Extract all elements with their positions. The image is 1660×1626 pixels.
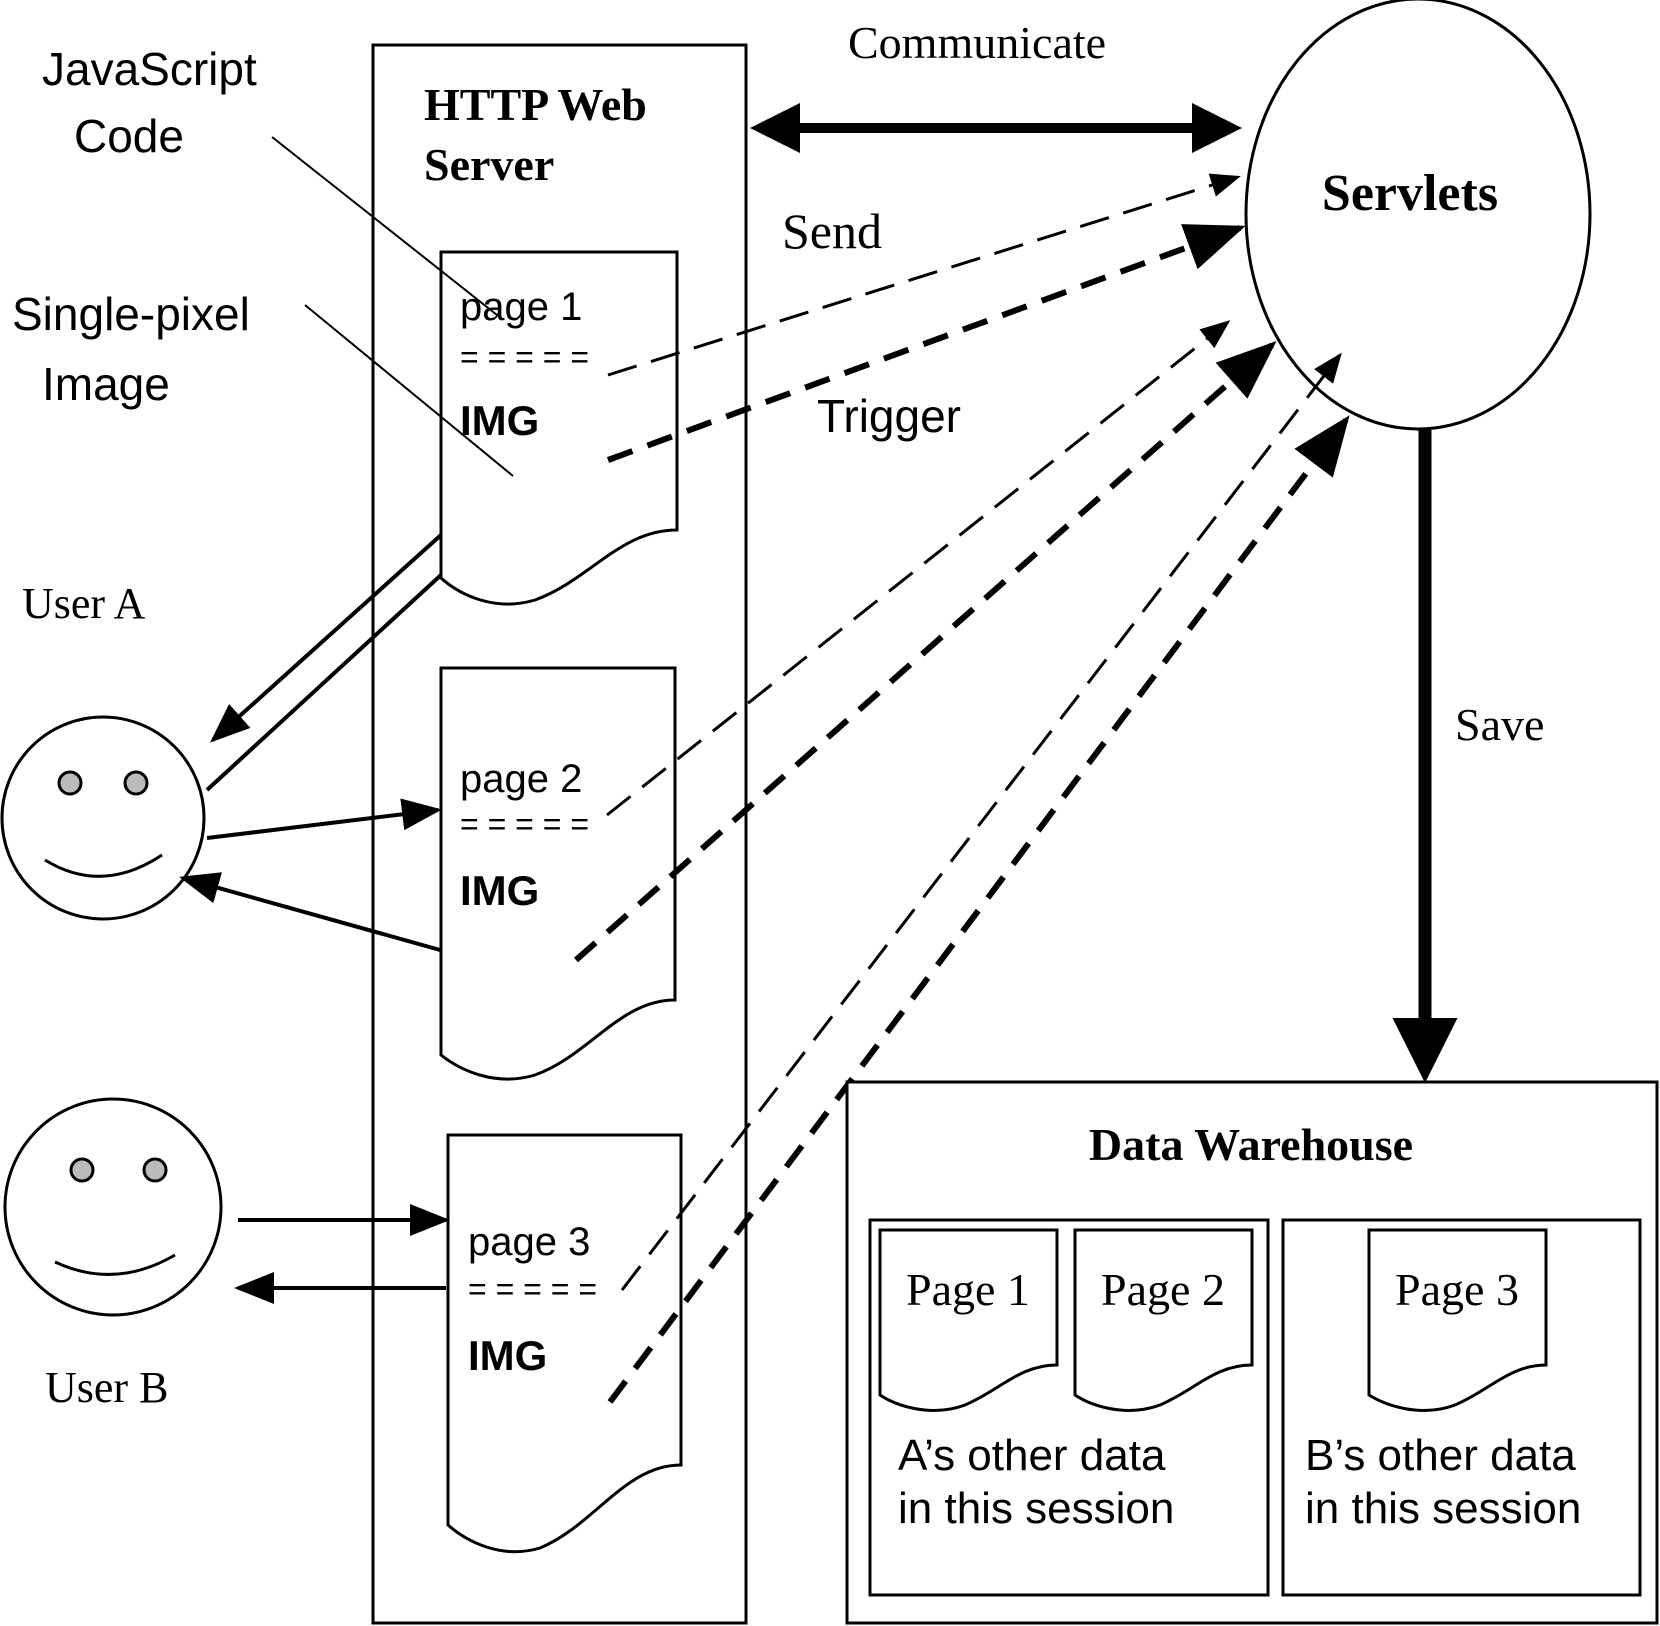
page-1-trigger-arrow [606, 224, 1246, 463]
user-a-left-eye [57, 770, 83, 796]
user-a-to-page-2-arrow [206, 798, 442, 840]
session-a-page-1-label: Page 1 [906, 1264, 1030, 1315]
session-b-box [1281, 1218, 1642, 1597]
page-2-trigger-arrow [574, 341, 1277, 963]
javascript-code-label-line1: JavaScript [42, 43, 257, 95]
user-b-smile [54, 1253, 176, 1276]
user-a-to-page-1-line [205, 573, 443, 792]
single-pixel-label-line1: Single-pixel [12, 288, 250, 340]
user-a-label: User A [22, 579, 146, 628]
data-warehouse-title: Data Warehouse [1089, 1119, 1413, 1170]
page-2-document [439, 666, 677, 1081]
user-b-avatar [3, 1097, 223, 1317]
page-2-title: page 2 [460, 757, 582, 801]
session-b-page-3-document [1367, 1228, 1548, 1412]
page-3-trigger-arrow [607, 415, 1350, 1404]
session-a-page-1-document [878, 1228, 1059, 1412]
session-a-note-line2: in this session [898, 1484, 1174, 1533]
server-title-line1: HTTP Web [424, 79, 647, 130]
user-b-label: User B [45, 1363, 168, 1412]
http-web-server-box [371, 43, 748, 1625]
single-pixel-leader [304, 304, 514, 477]
page-3-title: page 3 [468, 1220, 590, 1264]
session-a-page-2-label: Page 2 [1101, 1264, 1225, 1315]
user-a-smile [44, 853, 163, 878]
page-3-code: = = = = = [468, 1271, 597, 1307]
page-1-document [439, 250, 679, 606]
user-b-right-eye [142, 1157, 168, 1183]
page-1-code: = = = = = [460, 339, 589, 375]
page-1-title: page 1 [460, 285, 582, 329]
session-a-page-2-document [1073, 1228, 1254, 1412]
page-1-send-arrow [607, 173, 1241, 377]
session-a-note-line1: A’s other data [898, 1431, 1166, 1480]
communicate-label: Communicate [848, 17, 1106, 68]
page-2-send-arrow [606, 320, 1231, 817]
page-2-to-user-a-arrow [179, 872, 441, 952]
save-label: Save [1455, 699, 1544, 750]
page-3-send-arrow [620, 352, 1342, 1291]
session-a-box [868, 1218, 1270, 1597]
trigger-label: Trigger [817, 390, 961, 442]
send-label: Send [782, 203, 882, 259]
user-b-left-eye [69, 1157, 95, 1183]
page-3-img-label: IMG [468, 1332, 547, 1379]
page-1-img-label: IMG [460, 397, 539, 444]
page-2-code: = = = = = [460, 806, 589, 842]
session-b-note-line1: B’s other data [1305, 1431, 1576, 1480]
page-1-to-user-a-arrow [210, 533, 443, 743]
session-b-page-3-label: Page 3 [1395, 1264, 1519, 1315]
servlets-node [1244, 0, 1592, 431]
user-a-avatar [0, 715, 206, 921]
session-b-note-line2: in this session [1305, 1484, 1581, 1533]
javascript-code-leader [271, 136, 498, 316]
javascript-code-label-line2: Code [74, 110, 184, 162]
user-a-right-eye [123, 770, 149, 796]
page-2-img-label: IMG [460, 867, 539, 914]
servlets-label: Servlets [1322, 165, 1498, 222]
single-pixel-label-line2: Image [42, 358, 170, 410]
page-3-document [446, 1133, 683, 1554]
server-title-line2: Server [424, 139, 554, 190]
